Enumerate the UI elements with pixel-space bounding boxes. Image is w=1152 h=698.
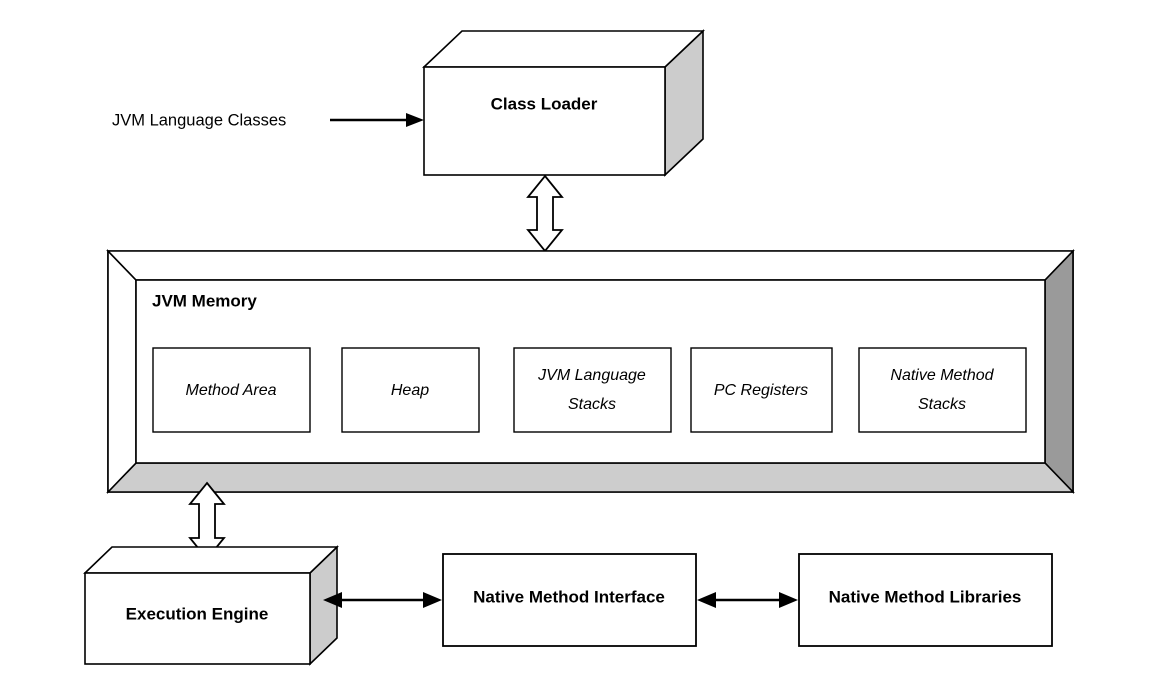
- jvm-memory-label: JVM Memory: [152, 291, 257, 310]
- memory-region-label: Heap: [391, 382, 429, 399]
- memory-region-label-line2: Stacks: [568, 396, 616, 413]
- memory-region-label-line2: Stacks: [918, 396, 966, 413]
- input-label: JVM Language Classes: [112, 111, 286, 129]
- memory-region-label: JVM Language: [537, 367, 646, 384]
- memory-region[interactable]: Method Area: [152, 347, 311, 433]
- jvm-memory-container[interactable]: JVM Memory Method Area Heap JVM Language…: [106, 249, 1075, 494]
- execution-engine-box[interactable]: Execution Engine: [83, 545, 339, 666]
- memory-region-label: Native Method: [890, 367, 994, 384]
- memory-region[interactable]: Native Method Stacks: [858, 347, 1027, 433]
- native-method-interface-label: Native Method Interface: [473, 587, 665, 606]
- connector-loader-to-memory: [526, 174, 564, 253]
- memory-region-label: Method Area: [185, 382, 276, 399]
- memory-region-label: PC Registers: [714, 382, 808, 399]
- connector-classes-to-loader: [330, 113, 424, 127]
- class-loader-box[interactable]: Class Loader: [421, 29, 706, 177]
- native-method-libraries-box[interactable]: Native Method Libraries: [798, 553, 1053, 647]
- memory-region[interactable]: PC Registers: [690, 347, 833, 433]
- execution-engine-label: Execution Engine: [126, 604, 269, 623]
- memory-region[interactable]: JVM Language Stacks: [513, 347, 672, 433]
- connector-engine-to-interface: [323, 592, 442, 608]
- native-method-libraries-label: Native Method Libraries: [829, 587, 1022, 606]
- native-method-interface-box[interactable]: Native Method Interface: [442, 553, 697, 647]
- connector-interface-to-libraries: [697, 592, 798, 608]
- class-loader-label: Class Loader: [491, 94, 598, 113]
- memory-region[interactable]: Heap: [341, 347, 480, 433]
